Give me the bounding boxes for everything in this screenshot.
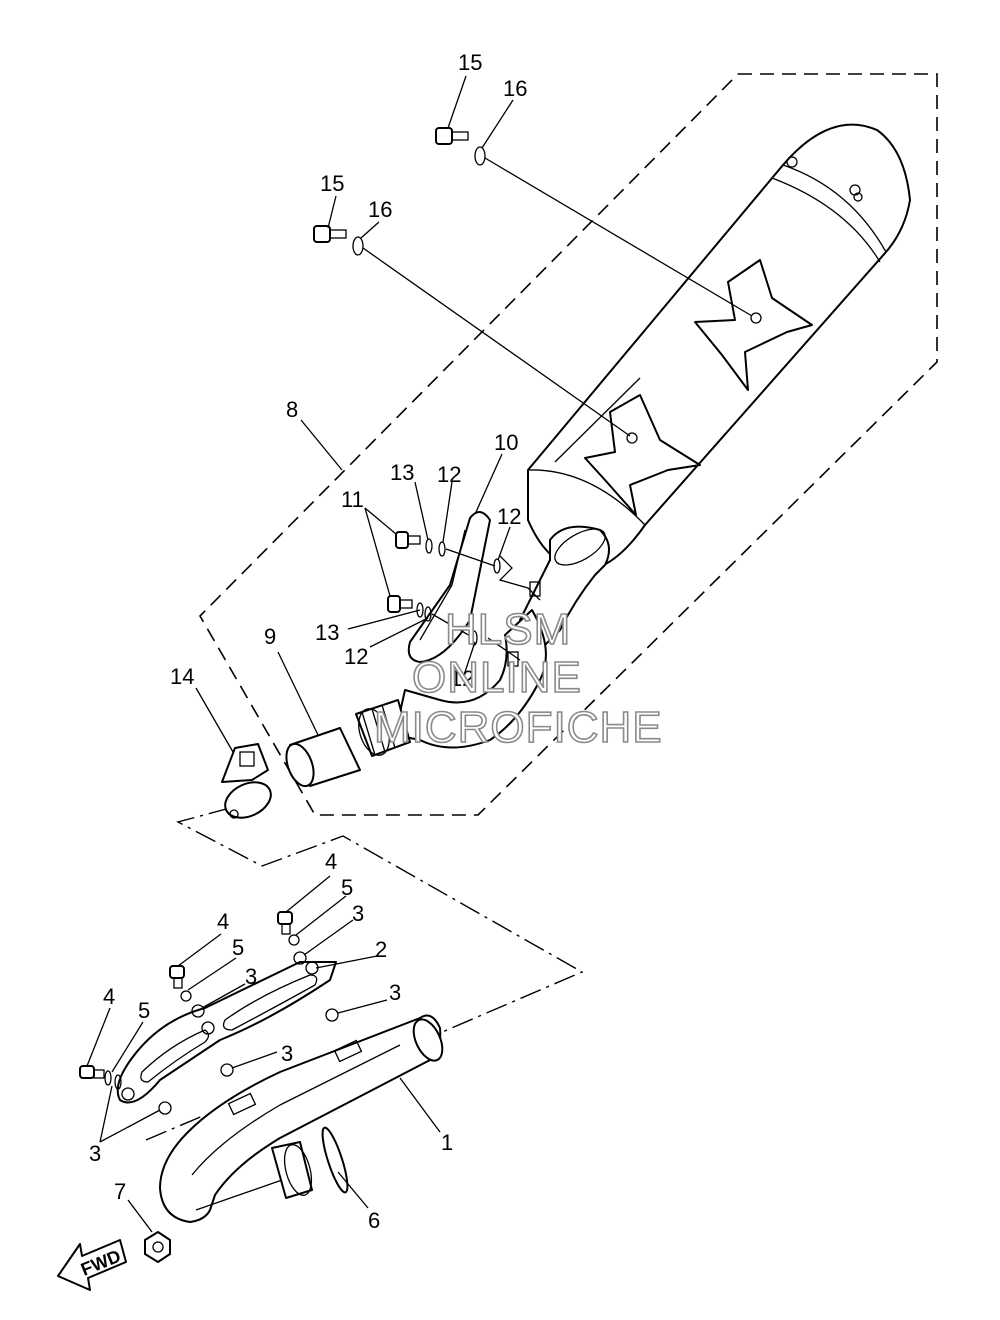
washer-16-lower bbox=[352, 236, 364, 256]
axis-line-15-lower bbox=[362, 247, 631, 437]
callout-5: 5 bbox=[138, 998, 150, 1023]
washer-5-mid bbox=[180, 990, 192, 1002]
callout-13: 13 bbox=[390, 460, 414, 485]
bolt-15-upper bbox=[435, 127, 469, 145]
callout-16: 16 bbox=[503, 76, 527, 101]
callout-12: 12 bbox=[344, 644, 368, 669]
bolt-15-lower bbox=[313, 225, 347, 243]
protector-2 bbox=[116, 961, 337, 1104]
nut-7 bbox=[144, 1231, 171, 1263]
bolt-11-upper bbox=[395, 531, 421, 549]
callout-16: 16 bbox=[368, 197, 392, 222]
connection-outline bbox=[176, 807, 584, 1034]
callout-15: 15 bbox=[458, 50, 482, 75]
damper-3-d bbox=[220, 1063, 234, 1077]
callout-15: 15 bbox=[320, 171, 344, 196]
washer-13-lower bbox=[416, 602, 424, 618]
link-pipe bbox=[355, 609, 547, 757]
callout-13: 13 bbox=[315, 620, 339, 645]
callout-6: 6 bbox=[368, 1208, 380, 1233]
callouts: 1 2 3 3 3 3 3 4 4 4 5 5 5 6 7 8 9 10 11 … bbox=[89, 50, 527, 1233]
watermark-line-3: MICROFICHE bbox=[374, 703, 663, 752]
callout-2: 2 bbox=[375, 937, 387, 962]
damper-3-a bbox=[293, 951, 307, 965]
callout-11: 11 bbox=[341, 487, 364, 512]
axis-line-upper bbox=[445, 548, 496, 567]
washer-13-upper bbox=[425, 538, 433, 554]
protector-10 bbox=[407, 511, 541, 667]
washer-5-left-a bbox=[104, 1070, 112, 1086]
leader-lines bbox=[86, 75, 514, 1233]
bolt-4-top bbox=[277, 911, 293, 935]
callout-12: 12 bbox=[450, 666, 474, 691]
callout-5: 5 bbox=[232, 935, 244, 960]
bolt-4-mid bbox=[169, 965, 185, 989]
callout-3: 3 bbox=[389, 980, 401, 1005]
watermark-line-1: HLSM bbox=[445, 605, 571, 654]
callout-1: 1 bbox=[441, 1130, 453, 1155]
muffler-assembly-boundary bbox=[199, 73, 938, 816]
callout-3: 3 bbox=[89, 1141, 101, 1166]
washer-16-upper bbox=[474, 146, 486, 166]
washer-5-left-b bbox=[114, 1074, 122, 1090]
connection-outline-lower bbox=[145, 1114, 206, 1141]
clamp-14 bbox=[221, 743, 272, 819]
callout-3: 3 bbox=[281, 1041, 293, 1066]
callout-8: 8 bbox=[286, 397, 298, 422]
callout-4: 4 bbox=[325, 849, 337, 874]
damper-3-e bbox=[158, 1101, 172, 1115]
gasket-6 bbox=[321, 1126, 349, 1194]
callout-9: 9 bbox=[264, 624, 276, 649]
forward-direction-arrow: FWD bbox=[57, 1239, 127, 1291]
axis-line-lower bbox=[431, 613, 473, 638]
callout-3: 3 bbox=[352, 901, 364, 926]
leader-11-a bbox=[364, 507, 397, 535]
muffler bbox=[519, 123, 911, 651]
callout-4: 4 bbox=[217, 909, 229, 934]
callout-12: 12 bbox=[437, 462, 461, 487]
watermark-line-2: ONLINE bbox=[412, 653, 582, 702]
joint-gasket-9 bbox=[285, 727, 361, 788]
axis-line-15-upper bbox=[484, 157, 753, 317]
callout-12: 12 bbox=[497, 504, 521, 529]
leader-11-b bbox=[364, 507, 391, 597]
callout-3: 3 bbox=[245, 964, 257, 989]
washer-12-lower bbox=[424, 606, 432, 622]
damper-3-c bbox=[325, 1008, 339, 1022]
watermark: HLSM ONLINE MICROFICHE bbox=[373, 604, 663, 753]
callout-7: 7 bbox=[114, 1179, 126, 1204]
bolt-11-lower bbox=[387, 595, 413, 613]
callout-10: 10 bbox=[494, 430, 518, 455]
damper-3-b bbox=[191, 1004, 205, 1018]
callout-14: 14 bbox=[170, 664, 194, 689]
washer-5-top bbox=[288, 934, 300, 946]
exhaust-pipe-1 bbox=[159, 1014, 444, 1223]
callout-5: 5 bbox=[341, 875, 353, 900]
bolt-4-left bbox=[79, 1065, 105, 1079]
callout-4: 4 bbox=[103, 984, 115, 1009]
washer-12-upper bbox=[438, 541, 446, 557]
